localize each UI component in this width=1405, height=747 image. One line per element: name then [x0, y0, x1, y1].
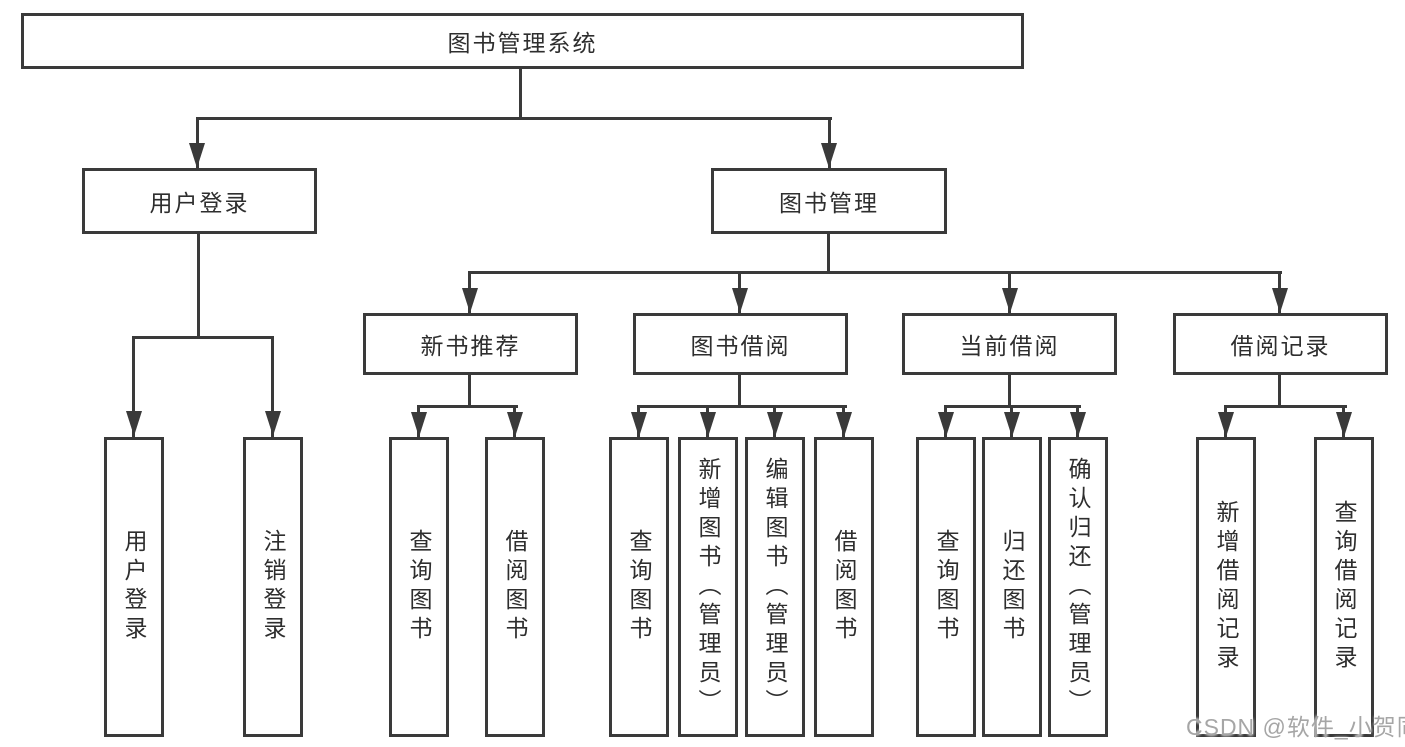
arrowhead-cb-return [1004, 412, 1020, 437]
connector-nbr-hline [417, 405, 518, 408]
arrowhead-cb-confirm [1070, 412, 1086, 437]
connector-mgmt-stub [827, 234, 830, 273]
leaf-nbr-query-books: 查询图书 [389, 437, 449, 737]
node-new-book-recommend: 新书推荐 [363, 313, 578, 375]
leaf-cb-query-books: 查询图书 [916, 437, 976, 737]
leaf-br-add-record: 新增借阅记录 [1196, 437, 1256, 737]
connector-drop-leaf-logout [271, 336, 274, 437]
arrowhead-user-login [189, 143, 205, 168]
node-book-borrow: 图书借阅 [633, 313, 848, 375]
arrowhead-br-query [1336, 412, 1352, 437]
arrowhead-nbr-query [411, 412, 427, 437]
connector-br-hline [1224, 405, 1347, 408]
connector-drop-user-login [196, 117, 199, 168]
connector-drop-leaf-login [132, 336, 135, 437]
leaf-nbr-borrow-books: 借阅图书 [485, 437, 545, 737]
leaf-cb-return-books: 归还图书 [982, 437, 1042, 737]
node-borrow-records: 借阅记录 [1173, 313, 1388, 375]
watermark-csdn: CSDN @软件_小贺同学 [1186, 714, 1405, 740]
connector-root-hline [196, 117, 832, 120]
arrowhead-nbr-borrow [507, 412, 523, 437]
arrowhead-current-borrow [1002, 288, 1018, 313]
leaf-logout-login: 注销登录 [243, 437, 303, 737]
connector-root-stub [519, 69, 522, 118]
leaf-cb-confirm-return-admin: 确认归还（管理员） [1048, 437, 1108, 737]
leaf-bb-borrow-books: 借阅图书 [814, 437, 874, 737]
connector-login-hline [132, 336, 274, 339]
connector-br-stub [1278, 375, 1281, 407]
node-root-system: 图书管理系统 [21, 13, 1024, 69]
leaf-bb-query-books: 查询图书 [609, 437, 669, 737]
connector-drop-book-management [828, 117, 831, 168]
connector-mgmt-hline [468, 271, 1282, 274]
arrowhead-cb-query [938, 412, 954, 437]
connector-cb-stub [1008, 375, 1011, 407]
arrowhead-book-borrow [732, 288, 748, 313]
arrowhead-br-add [1218, 412, 1234, 437]
arrowhead-borrow-records [1272, 288, 1288, 313]
leaf-bb-add-books-admin: 新增图书（管理员） [678, 437, 738, 737]
arrowhead-bb-borrow [836, 412, 852, 437]
arrowhead-bb-query [631, 412, 647, 437]
connector-nbr-stub [468, 375, 471, 407]
leaf-user-login: 用户登录 [104, 437, 164, 737]
arrowhead-leaf-login [126, 411, 142, 436]
node-book-management: 图书管理 [711, 168, 947, 234]
connector-bb-stub [738, 375, 741, 407]
arrowhead-leaf-logout [265, 411, 281, 436]
connector-login-stub [197, 234, 200, 338]
node-current-borrow: 当前借阅 [902, 313, 1117, 375]
arrowhead-bb-edit [767, 412, 783, 437]
arrowhead-new-book [462, 288, 478, 313]
connector-bb-hline [637, 405, 847, 408]
arrowhead-book-management [821, 143, 837, 168]
arrowhead-bb-add [700, 412, 716, 437]
node-user-login: 用户登录 [82, 168, 317, 234]
leaf-bb-edit-books-admin: 编辑图书（管理员） [745, 437, 805, 737]
leaf-br-query-record: 查询借阅记录 [1314, 437, 1374, 737]
